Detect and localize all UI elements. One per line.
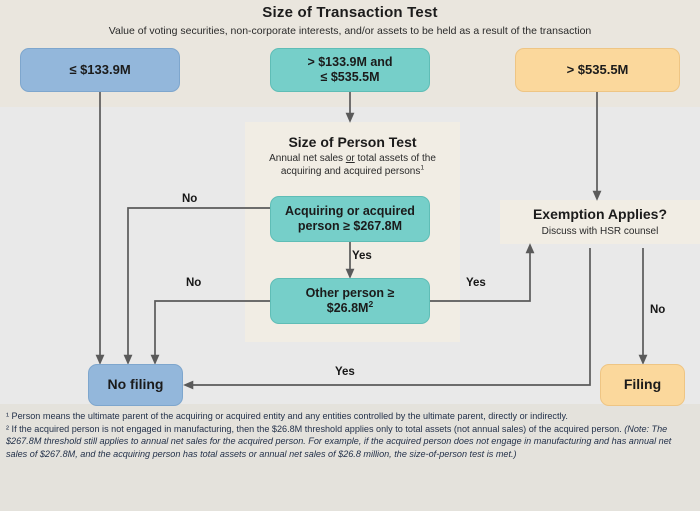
- edge-other-yes-to-exemption: [430, 243, 535, 302]
- node-between-line2: ≤ $535.5M: [320, 70, 380, 84]
- footnote-1: ¹ Person means the ultimate parent of th…: [6, 411, 568, 421]
- node-no-filing[interactable]: No filing: [88, 364, 183, 406]
- exemption-title: Exemption Applies?: [532, 206, 668, 222]
- person-sub-or: or: [345, 153, 355, 164]
- exemption-panel: [500, 200, 700, 244]
- node-other-footnote-marker: 2: [368, 298, 374, 309]
- footnote-2-plain: ² If the acquired person is not engaged …: [6, 424, 625, 435]
- node-size-between-133-9m-535-5m[interactable]: > $133.9M and ≤ $535.5M: [270, 48, 430, 92]
- node-other-line1: Other person ≥: [305, 285, 395, 300]
- person-sub-line1a: Annual net sales: [269, 153, 346, 164]
- node-other-person[interactable]: Other person ≥ $26.8M2: [270, 278, 430, 324]
- person-sub-line2: acquiring and acquired persons: [280, 165, 421, 177]
- node-acquiring-line2: person ≥ $267.8M: [297, 219, 403, 233]
- node-acquiring-line1: Acquiring or acquired: [285, 203, 415, 218]
- page-title: Size of Transaction Test: [262, 4, 438, 21]
- person-sub-footnote-marker: 1: [420, 164, 425, 172]
- edge-label-no-exemption-to-filing: No: [650, 304, 666, 316]
- footnote-2-note: (Note: The $267.8M threshold still appli…: [6, 424, 672, 459]
- edge-exemption-yes-to-nofiling: [183, 248, 591, 390]
- person-test-title: Size of Person Test: [288, 134, 417, 150]
- node-between-line1: > $133.9M and: [307, 54, 393, 69]
- edge-label-no-other: No: [186, 277, 202, 289]
- edge-label-no-acquiring: No: [182, 193, 198, 205]
- node-acquiring-or-acquired-person[interactable]: Acquiring or acquired person ≥ $267.8M: [270, 196, 430, 242]
- person-sub-line1b: total assets of the: [354, 153, 436, 164]
- edge-label-yes-exemption-to-nofiling: Yes: [335, 366, 355, 378]
- footnotes: ¹ Person means the ultimate parent of th…: [6, 410, 694, 461]
- edge-other-no-to-nofiling: [150, 300, 270, 365]
- node-size-le-133-9m[interactable]: ≤ $133.9M: [20, 48, 180, 92]
- node-filing[interactable]: Filing: [600, 364, 685, 406]
- footnote-2: ² If the acquired person is not engaged …: [6, 423, 694, 460]
- node-size-gt-535-5m[interactable]: > $535.5M: [515, 48, 680, 92]
- edge-label-yes-acquiring-to-other: Yes: [352, 250, 372, 262]
- edge-label-yes-other-to-exemption: Yes: [466, 277, 486, 289]
- node-other-line2: $26.8M: [326, 301, 369, 315]
- footnotes-band: [0, 404, 700, 511]
- person-test-subtitle: Annual net sales or total assets of the …: [245, 153, 460, 178]
- exemption-subtitle: Discuss with HSR counsel: [541, 226, 659, 237]
- page-subtitle: Value of voting securities, non-corporat…: [108, 25, 592, 37]
- edge-acquiring-no-to-nofiling: [123, 207, 270, 365]
